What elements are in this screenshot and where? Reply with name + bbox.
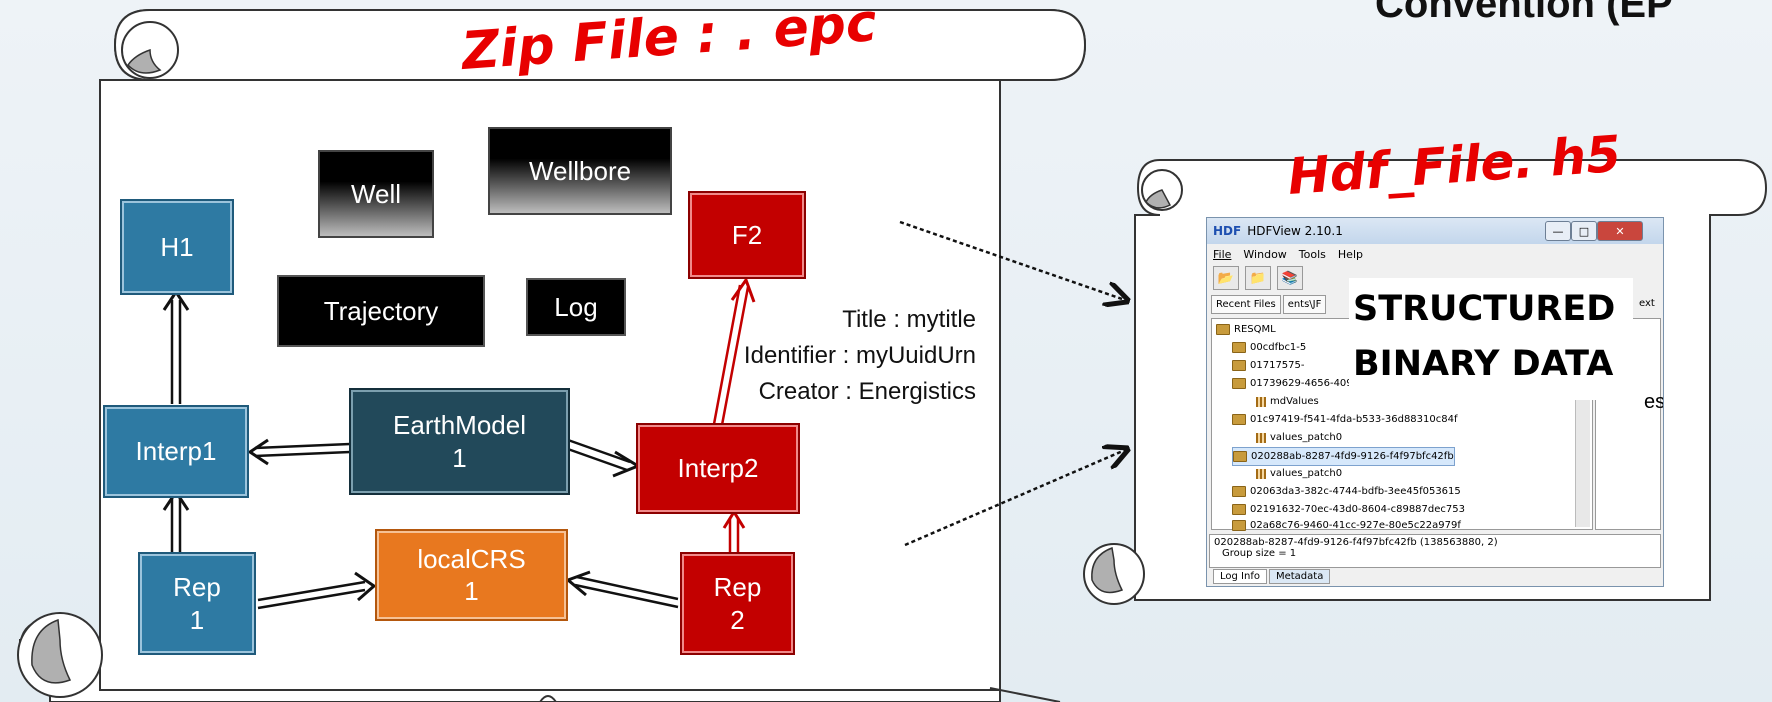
node-rep1: Rep 1 — [138, 552, 256, 655]
overlay-line-2: BINARY DATA — [1353, 344, 1614, 384]
info-line-2: Group size = 1 — [1222, 548, 1297, 559]
overlay-line-1: STRUCTURED — [1353, 289, 1616, 329]
arrow-earthmodel-interp1 — [254, 442, 351, 458]
menu-window[interactable]: Window — [1243, 247, 1287, 261]
arrow-rep1-localcrs — [257, 580, 366, 610]
node-trajectory: Trajectory — [277, 275, 485, 347]
tree-item-selected[interactable]: 020288ab-8287-4fd9-9126-f4f97bfc42fb — [1232, 447, 1455, 466]
log-info-tab[interactable]: Log Info — [1213, 569, 1267, 584]
epc-metadata: Title : mytitle Identifier : myUuidUrn C… — [640, 302, 976, 410]
info-panel: 020288ab-8287-4fd9-9126-f4f97bfc42fb (13… — [1209, 534, 1661, 568]
open-folder-icon[interactable]: 📂 — [1213, 266, 1239, 290]
tree-item[interactable]: 02191632-70ec-43d0-8604-c89887dec753 — [1232, 501, 1465, 518]
node-f2: F2 — [688, 191, 806, 279]
hdfview-tabrow: Recent Files ents\JF — [1207, 292, 1663, 316]
arrow-earthmodel-interp2 — [564, 438, 631, 472]
node-wellbore: Wellbore — [488, 127, 672, 215]
new-folder-icon[interactable]: 📁 — [1245, 266, 1271, 290]
arrow-interp1-h1 — [170, 300, 182, 404]
metadata-tab[interactable]: Metadata — [1268, 569, 1331, 584]
tree-item[interactable]: 01c97419-f541-4fda-b533-36d88310c84f — [1232, 411, 1458, 428]
metadata-creator: Creator : Energistics — [758, 378, 976, 405]
hdfview-toolbar: 📂 📁 📚 — [1207, 264, 1663, 292]
tree-item[interactable]: 01717575- — [1232, 357, 1305, 374]
tree-item[interactable]: values_patch0 — [1256, 429, 1342, 446]
menu-help[interactable]: Help — [1337, 247, 1363, 261]
hdf-logo-icon: HDF — [1213, 224, 1242, 238]
arrow-interp2-f2 — [712, 284, 750, 426]
tree-item[interactable]: 02a68c76-9460-41cc-927e-80e5c22a979f — [1232, 517, 1461, 534]
slide-title-partial: Convention (EP — [1375, 0, 1673, 26]
info-line-1: 020288ab-8287-4fd9-9126-f4f97bfc42fb (13… — [1214, 537, 1498, 548]
dashed-arrow-upper — [899, 220, 1125, 300]
path-field[interactable]: ents\JF — [1282, 294, 1327, 314]
node-interp2: Interp2 — [636, 423, 800, 514]
tree-item[interactable]: values_patch0 — [1256, 465, 1342, 482]
hdfview-window-title: HDFView 2.10.1 — [1247, 224, 1343, 238]
maximize-icon[interactable]: □ — [1571, 221, 1597, 241]
tree-item[interactable]: mdValues — [1256, 393, 1319, 410]
node-h1: H1 — [120, 199, 234, 295]
arrow-rep2-localcrs — [574, 575, 679, 609]
hdfview-window: HDF HDFView 2.10.1 — □ ✕ File Window Too… — [1206, 217, 1664, 587]
close-icon[interactable]: ✕ — [1597, 221, 1643, 241]
menu-file[interactable]: File — [1213, 247, 1232, 261]
tree-item[interactable]: 00cdfbc1-5 — [1232, 339, 1306, 356]
tab-next-label: ext — [1639, 298, 1655, 309]
dashed-arrow-lower — [904, 450, 1125, 547]
menu-tools[interactable]: Tools — [1298, 247, 1326, 261]
book-icon[interactable]: 📚 — [1277, 266, 1303, 290]
node-rep2: Rep 2 — [680, 552, 795, 655]
arrow-rep2-interp2 — [728, 518, 740, 554]
tree-item[interactable]: 02063da3-382c-4744-bdfb-3ee45f053615 — [1232, 483, 1461, 500]
arrow-rep1-interp1 — [170, 498, 182, 554]
hdfview-menubar: File Window Tools Help — [1207, 244, 1663, 264]
minimize-icon[interactable]: — — [1545, 221, 1571, 241]
side-panel-text: es — [1644, 391, 1664, 413]
tree-item[interactable]: RESQML — [1216, 321, 1276, 338]
metadata-title: Title : mytitle — [842, 306, 976, 333]
node-well: Well — [318, 150, 434, 238]
node-interp1: Interp1 — [103, 405, 249, 498]
node-log: Log — [526, 278, 626, 336]
node-localcrs: localCRS 1 — [375, 529, 568, 621]
bottom-tabs: Log Info Metadata — [1213, 569, 1331, 584]
structured-binary-data-label: STRUCTURED BINARY DATA — [1349, 278, 1633, 400]
metadata-identifier: Identifier : myUuidUrn — [743, 342, 976, 369]
node-earthmodel: EarthModel 1 — [349, 388, 570, 495]
recent-files-button[interactable]: Recent Files — [1211, 294, 1281, 314]
